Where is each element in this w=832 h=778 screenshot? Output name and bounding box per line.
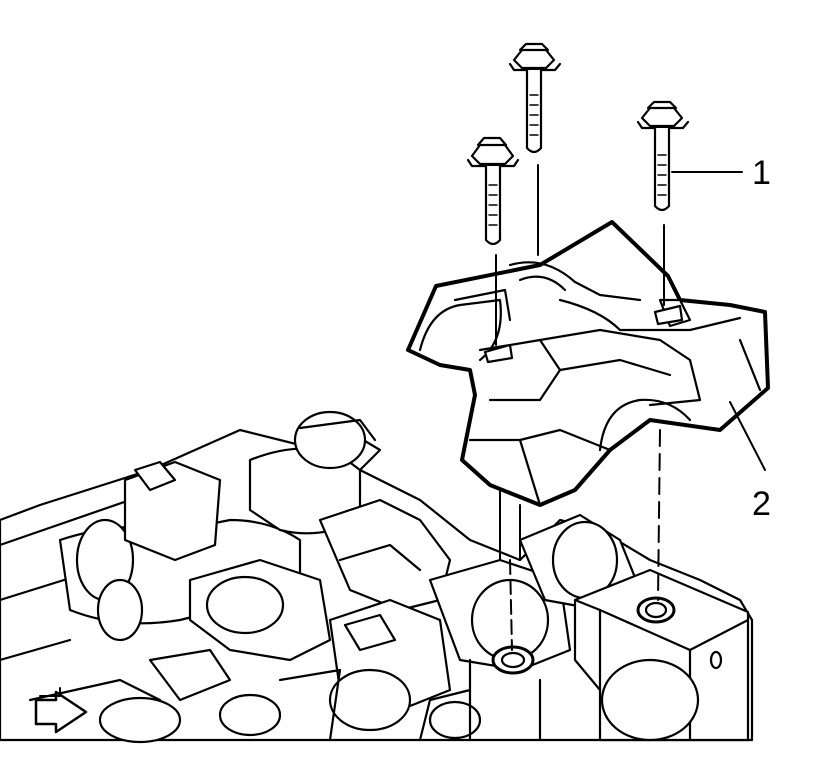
callout-1: 1 bbox=[752, 154, 771, 192]
callout-2: 2 bbox=[752, 485, 771, 523]
bolt-hole-right bbox=[636, 596, 676, 624]
bolt-hole-left bbox=[491, 645, 535, 675]
bolt-middle bbox=[508, 42, 562, 154]
camshaft-bearing-cap bbox=[406, 220, 770, 507]
cylinder-head bbox=[0, 410, 754, 744]
front-direction-arrow-icon bbox=[34, 687, 88, 734]
callout-leaders bbox=[671, 171, 766, 471]
bolt-left bbox=[466, 136, 520, 246]
bolt-right bbox=[636, 100, 690, 212]
alignment-lines bbox=[495, 164, 665, 651]
